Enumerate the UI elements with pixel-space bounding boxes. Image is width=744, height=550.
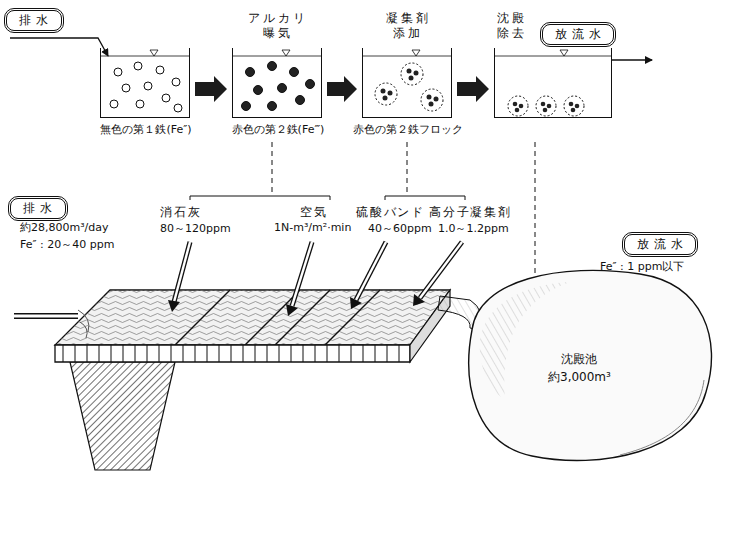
outlet-label: 放流水 — [540, 22, 616, 47]
flow-tag: 排水 — [19, 13, 53, 27]
flow-arrow — [195, 76, 227, 102]
quantity-note: Fe″ : 20～40 ppm — [20, 237, 114, 252]
step-heading: 沈殿 除去 — [497, 11, 527, 41]
quantity-note: Fe″ : 1 ppm以下 — [600, 259, 684, 274]
pond-label: 沈殿池 — [548, 350, 611, 368]
flow-arrow — [457, 76, 489, 102]
pond-label: 約3,000m³ — [548, 368, 611, 386]
process-tank: 沈殿 除去 — [494, 48, 612, 118]
quantity-note: 80～120ppm — [160, 221, 231, 236]
quantity-note: 1N-m³/m²·min — [274, 221, 351, 234]
step-heading: アルカリ 曝気 — [248, 11, 308, 41]
step-caption: 無色の第１鉄(Fe″) — [100, 122, 191, 137]
additive-name: 消石灰 — [160, 204, 201, 221]
step-caption: 赤色の第２鉄フロック — [353, 122, 463, 137]
source-label: 排水 — [8, 196, 68, 221]
flow-tag: 放流水 — [637, 237, 687, 251]
outlet-label: 放流水 — [622, 232, 698, 257]
additive-name: 高分子凝集剤 — [429, 204, 512, 221]
quantity-note: 約28,800m³/day — [20, 220, 109, 235]
process-tank: 無色の第１鉄(Fe″) — [100, 48, 190, 118]
flow-tag: 放流水 — [555, 27, 605, 41]
source-label: 排水 — [4, 8, 64, 33]
quantity-note: 40～60ppm — [368, 221, 432, 236]
additive-name: 硫酸バンド — [356, 204, 425, 221]
quantity-note: 1.0～1.2ppm — [438, 221, 509, 236]
additive-name: 空気 — [300, 204, 328, 221]
flow-tag: 排水 — [23, 201, 57, 215]
settling-pond: 沈殿池約3,000m³ — [548, 350, 611, 386]
flow-arrow — [327, 76, 357, 102]
step-heading: 凝集剤 添加 — [386, 11, 431, 41]
process-tank: アルカリ 曝気赤色の第２鉄(Fe‴) — [232, 48, 322, 118]
step-caption: 赤色の第２鉄(Fe‴) — [232, 122, 325, 137]
process-tank: 凝集剤 添加赤色の第２鉄フロック — [362, 48, 452, 118]
